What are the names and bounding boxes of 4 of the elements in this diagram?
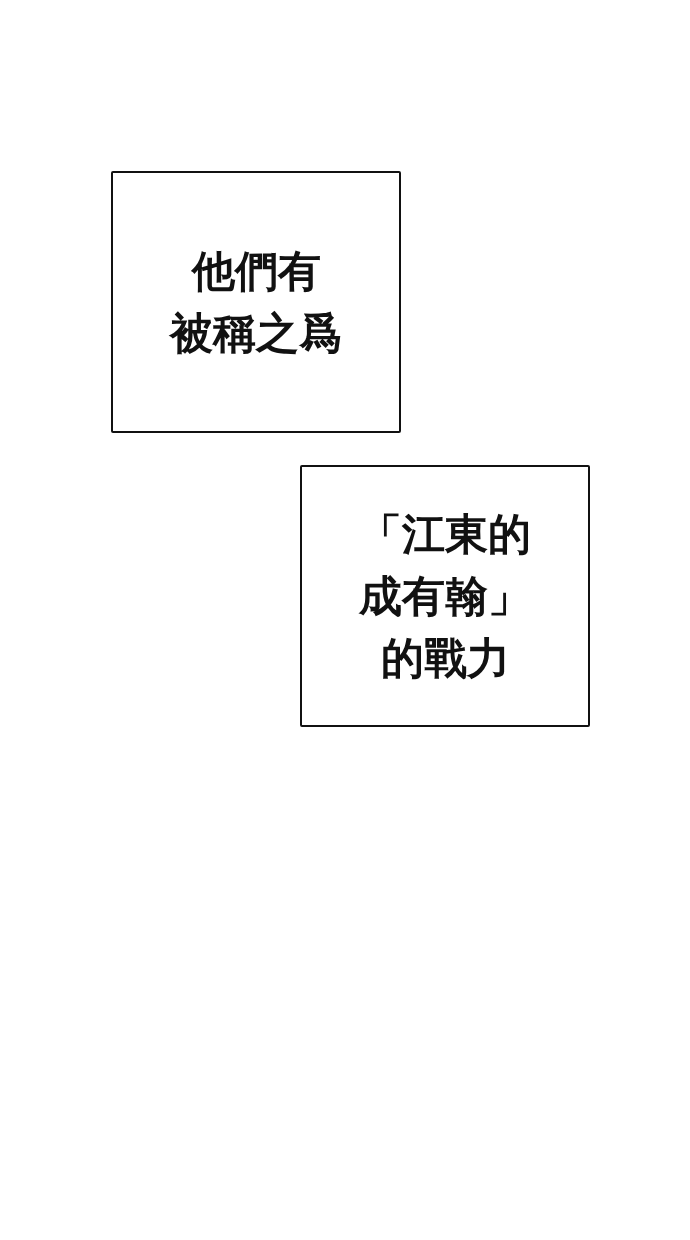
caption-box: [300, 465, 590, 727]
caption-box: [111, 171, 401, 433]
caption-text: 他們有被稱之爲: [170, 245, 342, 360]
caption-text: 「江東的成有翰」的戰力: [359, 508, 531, 685]
